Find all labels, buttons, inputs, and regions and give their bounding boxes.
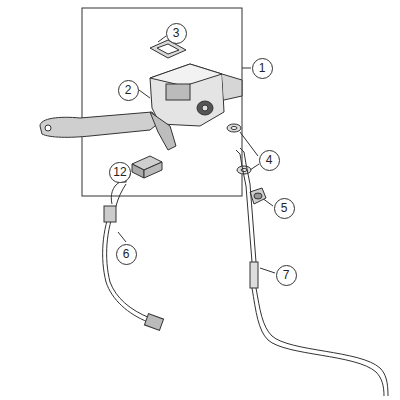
callout-number: 12 (109, 162, 130, 183)
leader-line (139, 90, 150, 98)
washers (227, 124, 251, 174)
group-frame (82, 8, 242, 196)
callout-number: 3 (166, 23, 187, 44)
callout-number: 7 (276, 265, 297, 286)
brake-switch-cable (103, 171, 164, 331)
master-cylinder (150, 64, 242, 126)
callout-number: 1 (252, 58, 273, 79)
leader-line (260, 268, 275, 273)
callout-number: 6 (116, 244, 137, 265)
sealing-kit (132, 156, 162, 178)
leader-line (240, 132, 258, 156)
banjo-bolt (250, 188, 266, 204)
callout-number: 5 (274, 198, 295, 219)
brake-lever (40, 112, 176, 150)
brake-hose (236, 148, 388, 396)
leader-line (118, 232, 126, 242)
callout-number: 4 (259, 150, 280, 171)
callout-number: 2 (118, 80, 139, 101)
leader-line (242, 68, 251, 69)
